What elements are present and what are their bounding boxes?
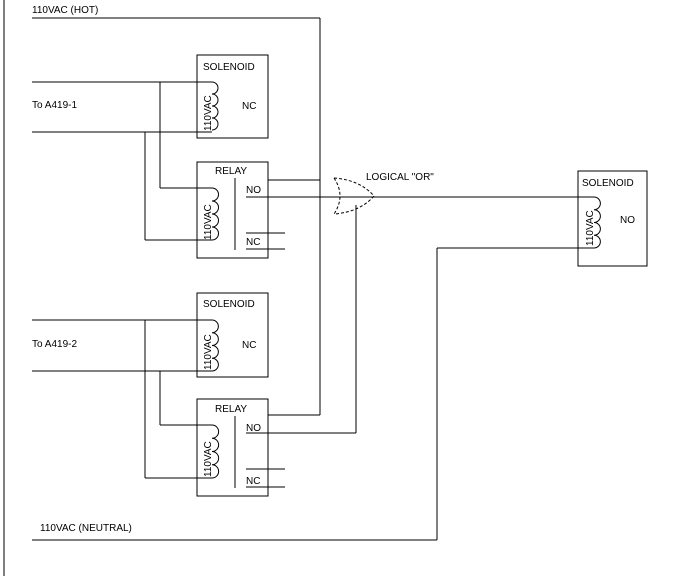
solenoid-2-coil-label: 110VAC [203, 334, 214, 370]
solenoid-output-title: SOLENOID [582, 178, 634, 189]
solenoid-2-box [196, 292, 269, 378]
relay-1-title: RELAY [215, 166, 247, 177]
relay-1-box [196, 161, 269, 259]
relay-1-coil-label: 110VAC [203, 204, 214, 240]
or-gate-body [333, 177, 375, 215]
relay-2: RELAY 110VAC NO NC [196, 398, 269, 497]
logical-or-gate: LOGICAL "OR" [333, 172, 434, 215]
input-2-label: To A419-2 [32, 339, 77, 350]
relay-2-title: RELAY [215, 404, 247, 415]
solenoid-output: SOLENOID 110VAC NO [577, 170, 648, 267]
solenoid-1-contact-label: NC [242, 101, 256, 112]
relay-2-coil [211, 424, 220, 479]
solenoid-1: SOLENOID 110VAC NC [196, 54, 269, 139]
solenoid-1-coil [211, 81, 219, 131]
relay-1-nc-label: NC [246, 237, 260, 248]
relay-2-box [196, 398, 269, 497]
solenoid-2-contact-label: NC [242, 340, 256, 351]
solenoid-output-box [577, 170, 648, 267]
solenoid-output-coil-label: 110VAC [585, 210, 596, 246]
solenoid-1-title: SOLENOID [203, 62, 255, 73]
solenoid-1-box [196, 54, 269, 139]
input-1-label: To A419-1 [32, 100, 77, 111]
relay-2-coil-label: 110VAC [203, 441, 214, 477]
solenoid-1-coil-label: 110VAC [203, 95, 214, 131]
hot-label: 110VAC (HOT) [32, 5, 98, 16]
solenoid-output-coil [593, 196, 601, 249]
neutral-label: 110VAC (NEUTRAL) [40, 523, 132, 534]
solenoid-2-coil [211, 319, 219, 372]
solenoid-2: SOLENOID 110VAC NC [196, 292, 269, 378]
relay-1-no-label: NO [246, 185, 261, 196]
relay-2-nc-label: NC [246, 476, 260, 487]
relay-1-coil [211, 187, 219, 241]
solenoid-output-contact-label: NO [620, 215, 635, 226]
logical-or-label: LOGICAL "OR" [366, 172, 434, 183]
relay-1: RELAY 110VAC NO NC [196, 161, 269, 259]
relay-2-no-label: NO [246, 423, 261, 434]
or-gate-back [333, 177, 341, 215]
solenoid-2-title: SOLENOID [203, 299, 255, 310]
